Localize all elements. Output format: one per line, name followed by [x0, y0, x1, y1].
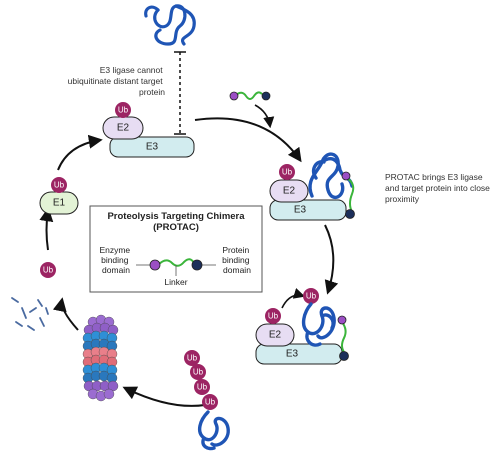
svg-text:Ub: Ub	[54, 181, 65, 190]
svg-text:E3: E3	[286, 349, 299, 360]
e3-ligase-ubiquitination: E3	[255, 343, 343, 365]
ubiquitin-on-e2-ubiquitination: Ub	[265, 308, 281, 324]
svg-text:Ub: Ub	[205, 398, 216, 407]
cycle-arrow-bottom	[122, 386, 206, 407]
e3-ligase-top: E3	[109, 136, 195, 158]
ubiquitin-on-e1: Ub	[51, 177, 67, 193]
svg-text:E2: E2	[269, 330, 282, 341]
legend-title-line1: Proteolysis Targeting Chimera	[107, 211, 245, 222]
protac-entry-arrow	[254, 104, 275, 129]
svg-text:Ub: Ub	[282, 168, 293, 177]
protac-protein-ball-ternary	[345, 209, 355, 219]
cycle-arrow-right	[324, 224, 339, 295]
e2-enzyme-top: E2	[102, 116, 144, 140]
polyubiquitin-chain: Ub Ub Ub Ub	[184, 350, 218, 410]
note-brings-proximity: PROTAC brings E3 ligase and target prote…	[385, 172, 492, 204]
e3-ligase-ternary: E3	[269, 199, 347, 221]
ubiquitin-on-target: Ub	[303, 288, 319, 304]
target-protein-ubiquitination	[301, 302, 336, 347]
cycle-arrow-left-up	[39, 207, 54, 251]
cycle-arrow-proteasome-out	[52, 297, 79, 331]
legend-linker-label: Linker	[164, 277, 187, 287]
svg-text:E2: E2	[283, 186, 296, 197]
protac-protein-ball-ubiquitination	[339, 351, 349, 361]
protac-enzyme-ball-ternary	[341, 171, 351, 181]
legend-box	[89, 205, 263, 293]
peptide-fragments	[11, 297, 49, 331]
cycle-arrow-e1-to-e2	[57, 134, 103, 171]
svg-text:Ub: Ub	[193, 368, 204, 377]
svg-text:E3: E3	[294, 205, 307, 216]
cycle-arrow-top	[194, 117, 302, 163]
ub-transfer-arrow	[281, 288, 306, 309]
legend-left-label: Enzyme binding domain	[99, 245, 132, 275]
svg-text:Ub: Ub	[306, 292, 317, 301]
distant-target-protein	[144, 4, 196, 46]
svg-text:E3: E3	[146, 142, 159, 153]
protac-linker-ubiquitination	[341, 321, 347, 353]
legend-title-line2: (PROTAC)	[153, 222, 199, 233]
svg-text:Ub: Ub	[43, 266, 54, 275]
legend-protac-molecule	[136, 258, 216, 276]
svg-text:Ub: Ub	[187, 354, 198, 363]
e2-enzyme-ubiquitination: E2	[255, 323, 295, 347]
svg-text:Ub: Ub	[118, 106, 129, 115]
svg-text:Ub: Ub	[197, 383, 208, 392]
svg-text:E2: E2	[117, 123, 130, 134]
ubiquitin-ternary: Ub	[279, 164, 295, 180]
ubiquitin-free-recycled: Ub	[40, 262, 56, 278]
e1-enzyme: E1	[39, 191, 79, 215]
proteasome	[82, 314, 119, 402]
ubiquitin-top: Ub	[115, 102, 131, 118]
protac-linker-ternary	[346, 177, 355, 213]
e2-enzyme-ternary: E2	[269, 179, 309, 203]
note-cannot-ubiquitinate: E3 ligase cannot ubiquitinate distant ta…	[68, 65, 166, 97]
protac-molecule-free	[229, 91, 271, 101]
svg-text:Ub: Ub	[268, 312, 279, 321]
svg-text:E1: E1	[53, 198, 66, 209]
legend-right-label: Protein binding domain	[222, 245, 252, 275]
polyubiquitinated-protein	[197, 410, 230, 451]
protac-enzyme-ball-ubiquitination	[337, 315, 347, 325]
